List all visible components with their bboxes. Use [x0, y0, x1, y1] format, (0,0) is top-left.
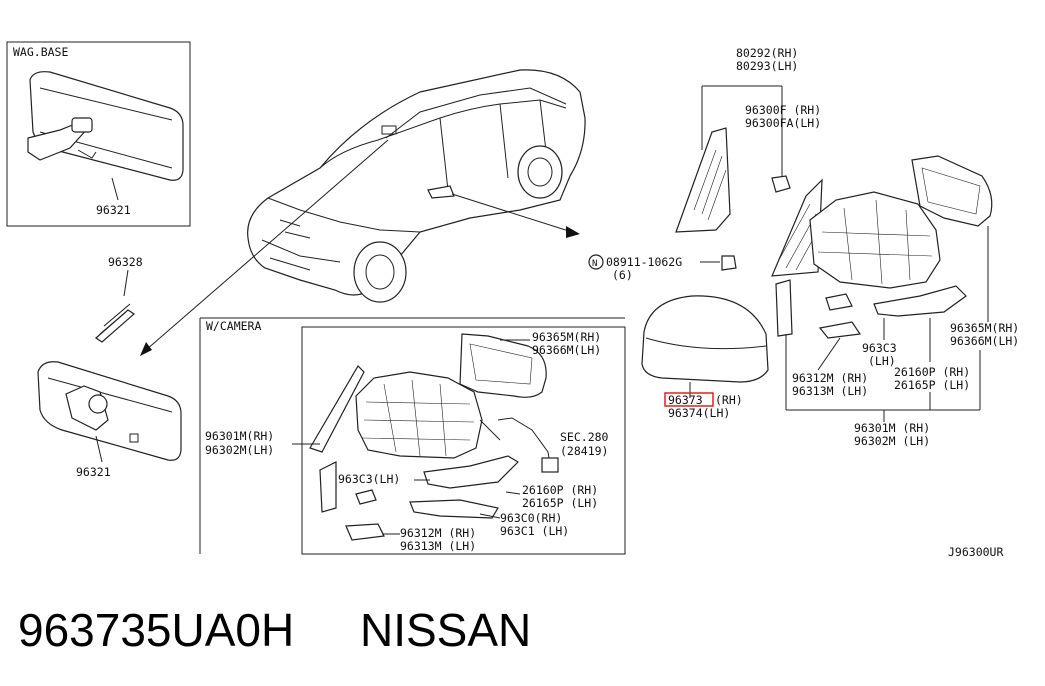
label-96365m: 96365M(RH) — [950, 321, 1019, 335]
label-c96312m: 96312M (RH) — [400, 526, 476, 540]
label-96373-side: (RH) — [715, 393, 743, 407]
label-96366m: 96366M(LH) — [950, 334, 1019, 348]
label-96301m: 96301M (RH) — [854, 421, 930, 435]
label-26165p: 26165P (LH) — [894, 378, 970, 392]
camera-mirror-assembly: 96328 96321 — [37, 255, 182, 479]
label-96300fa: 96300FA(LH) — [745, 116, 821, 130]
label-c963c3: 963C3(LH) — [338, 472, 400, 486]
label-96300f: 96300F (RH) — [745, 103, 821, 117]
highlight-box-96373 — [664, 392, 714, 407]
brand-name: NISSAN — [360, 604, 531, 656]
part-number: 963735UA0H — [18, 604, 294, 656]
label-08911: 08911-1062G — [606, 255, 682, 269]
arrows — [140, 139, 580, 356]
label-c26160p: 26160P (RH) — [522, 483, 598, 497]
label-96373: 96373 — [668, 393, 703, 407]
label-96328: 96328 — [108, 255, 143, 269]
label-08911-qty: (6) — [612, 268, 633, 282]
label-96374: 96374(LH) — [668, 406, 730, 420]
label-c96366m: 96366M(LH) — [532, 343, 601, 357]
label-96302m: 96302M (LH) — [854, 434, 930, 448]
label-c96313m: 96313M (LH) — [400, 539, 476, 553]
label-963c3: 963C3 — [862, 341, 897, 355]
inset-wag-base-title: WAG.BASE — [13, 45, 68, 59]
label-c96301m: 96301M(RH) — [205, 429, 274, 443]
label-96321-lower: 96321 — [76, 465, 111, 479]
label-80292: 80292(RH) — [736, 46, 798, 60]
label-26160p: 26160P (RH) — [894, 365, 970, 379]
label-c-sec280: SEC.280 — [560, 430, 609, 444]
svg-text:N: N — [592, 259, 597, 269]
inset-wag-base: WAG.BASE 96321 — [6, 41, 191, 227]
inset-camera-title: W/CAMERA — [206, 319, 261, 333]
label-96313m: 96313M (LH) — [792, 384, 868, 398]
door-mirror-assembly: 80292(RH) 80293(LH) 96300F (RH) 96300FA(… — [588, 46, 1019, 559]
label-c26165p: 26165P (LH) — [522, 496, 598, 510]
label-80293: 80293(LH) — [736, 59, 798, 73]
inset-camera: W/CAMERA 96365M(RH) 96366M(LH) 96301M(RH… — [199, 317, 626, 555]
label-c-28419: (28419) — [560, 444, 608, 458]
mirror-cover-96373 — [641, 295, 769, 383]
label-c96302m: 96302M(LH) — [205, 443, 274, 457]
label-963c3-side: (LH) — [868, 354, 896, 368]
vehicle-illustration — [247, 69, 586, 303]
label-ref-code: J96300UR — [948, 545, 1003, 559]
label-c96365m: 96365M(RH) — [532, 330, 601, 344]
inset-wag-base-part: 96321 — [96, 203, 131, 217]
label-c963c1: 963C1 (LH) — [500, 524, 569, 538]
label-c963c0: 963C0(RH) — [500, 511, 562, 525]
label-96312m: 96312M (RH) — [792, 371, 868, 385]
